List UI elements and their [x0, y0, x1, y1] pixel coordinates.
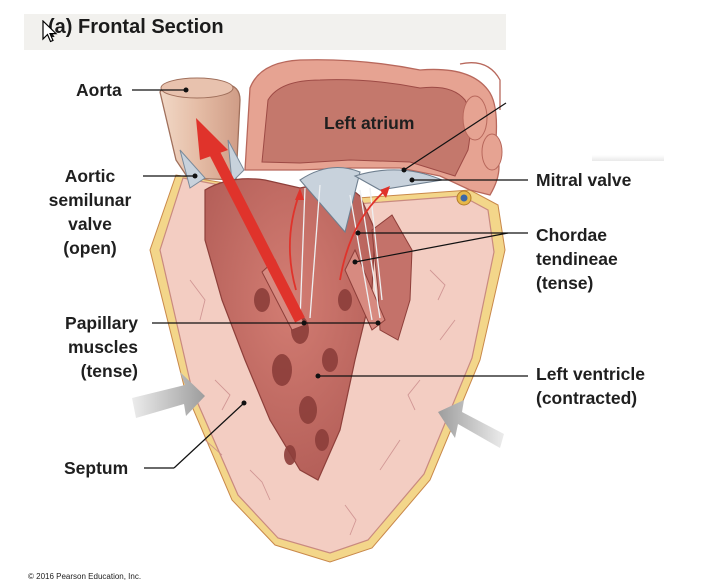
title-bar — [24, 14, 506, 50]
label-mitral-valve: Mitral valve — [536, 170, 632, 190]
flow-curve-arrow — [339, 187, 389, 281]
mitral-valve-leaflet — [299, 167, 361, 234]
label-aortic-valve: Aortic semilunar valve (open) — [48, 166, 132, 258]
papillary-muscle — [344, 248, 386, 331]
gray-arrow-icon — [132, 372, 205, 418]
figure-title: (a) Frontal Section — [48, 16, 224, 38]
aortic-valve-cusp — [227, 139, 245, 184]
gray-arrow-icon — [438, 400, 504, 448]
label-left-ventricle: Left ventricle (contracted) — [536, 364, 645, 408]
flow-curve-arrow — [288, 191, 301, 291]
mouse-pointer-icon — [42, 20, 58, 43]
label-chordae-tendineae: Chordae tendineae (tense) — [536, 225, 618, 293]
aortic-valve-cusp — [179, 149, 206, 189]
blood-flow-arrow-head — [196, 118, 228, 160]
copyright-notice: © 2016 Pearson Education, Inc. — [28, 572, 142, 581]
label-aorta: Aorta — [76, 80, 122, 100]
blood-flow-arrow — [207, 145, 305, 323]
label-septum: Septum — [64, 458, 129, 478]
divider-shadow — [592, 155, 664, 161]
label-left-atrium: Left atrium — [324, 113, 415, 133]
label-papillary-muscles: Papillary muscles (tense) — [65, 313, 138, 381]
